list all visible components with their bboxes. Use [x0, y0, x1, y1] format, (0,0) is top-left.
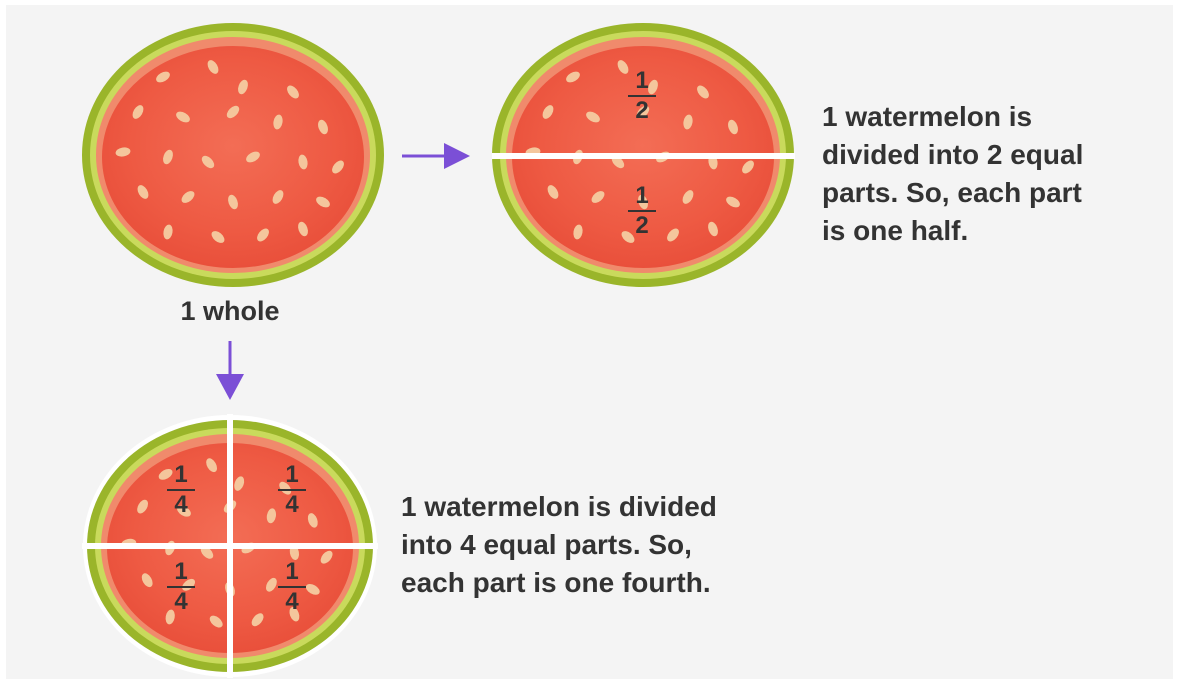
seed: [115, 147, 131, 157]
seed: [176, 111, 190, 123]
seed: [272, 190, 284, 204]
fraction-numerator: 1: [285, 558, 299, 585]
fraction-half-bottom: 1 2: [622, 183, 662, 239]
seed: [318, 119, 328, 135]
seed: [163, 149, 173, 165]
seed: [320, 550, 333, 564]
fraction-numerator: 1: [174, 558, 188, 585]
fraction-numerator: 1: [635, 182, 649, 209]
fraction-fourth-top-right: 1 4: [272, 462, 312, 518]
fraction-bar: [167, 489, 195, 491]
seed: [316, 196, 330, 208]
seed: [177, 505, 191, 517]
seed: [332, 160, 344, 174]
arrow-right: [402, 143, 470, 169]
fraction-numerator: 1: [174, 461, 188, 488]
fraction-numerator: 1: [285, 461, 299, 488]
whole-label: 1 whole: [180, 296, 280, 326]
seed: [251, 613, 264, 627]
fraction-bar: [278, 489, 306, 491]
fraction-bar: [167, 586, 195, 588]
fraction-denominator: 2: [635, 212, 649, 239]
fraction-denominator: 4: [174, 588, 188, 615]
seed: [697, 85, 709, 99]
quartered-watermelon: [82, 414, 378, 678]
seed: [246, 151, 260, 163]
seed: [621, 231, 635, 243]
seed: [165, 609, 175, 625]
seed: [307, 513, 318, 528]
seed: [228, 194, 238, 210]
seed: [238, 79, 248, 95]
seed: [636, 105, 650, 119]
seed: [201, 155, 215, 169]
seed: [298, 154, 308, 170]
fraction-half-top: 1 2: [622, 68, 662, 124]
seed: [287, 85, 299, 99]
seed: [207, 60, 219, 74]
watermelon-seeds: [115, 60, 344, 243]
seed: [226, 105, 240, 119]
seed: [708, 221, 718, 237]
seed: [638, 194, 648, 210]
fraction-bar: [628, 210, 656, 212]
seed: [209, 615, 223, 628]
seed: [728, 119, 738, 135]
fraction-fourth-bottom-right: 1 4: [272, 559, 312, 615]
seed: [542, 105, 554, 119]
seed: [156, 71, 170, 83]
seed: [279, 481, 292, 495]
seed: [211, 231, 225, 243]
seed: [257, 228, 269, 242]
seed: [141, 573, 153, 588]
seed: [137, 185, 149, 199]
fraction-denominator: 2: [635, 97, 649, 124]
seed: [298, 221, 308, 237]
fraction-fourth-top-left: 1 4: [161, 462, 201, 518]
seed: [573, 224, 583, 240]
whole-watermelon: [82, 23, 384, 287]
seed: [547, 185, 559, 199]
seed: [742, 160, 754, 174]
seed: [305, 583, 320, 595]
fraction-denominator: 4: [285, 588, 299, 615]
seed: [682, 190, 694, 204]
fraction-bar: [278, 586, 306, 588]
seed: [234, 476, 245, 491]
seed: [591, 191, 605, 203]
arrow-down: [216, 341, 244, 400]
half-caption: 1 watermelon is divided into 2 equal par…: [822, 101, 1084, 246]
seed: [726, 196, 740, 208]
seed: [206, 458, 218, 473]
seed: [566, 71, 580, 83]
seed: [289, 607, 300, 622]
fraction-fourth-bottom-left: 1 4: [161, 559, 201, 615]
seed: [273, 114, 283, 130]
fourth-caption: 1 watermelon is divided into 4 equal par…: [401, 491, 717, 598]
seed: [617, 60, 629, 74]
seed: [158, 468, 173, 480]
fraction-denominator: 4: [285, 491, 299, 518]
seed: [200, 546, 214, 559]
seed: [667, 228, 679, 242]
fraction-bar: [628, 95, 656, 97]
fraction-numerator: 1: [635, 67, 649, 94]
seed: [163, 224, 173, 240]
seed: [648, 79, 658, 95]
seed: [683, 114, 693, 130]
seed: [181, 191, 195, 203]
seed: [137, 499, 149, 514]
seed: [586, 111, 600, 123]
fraction-denominator: 4: [174, 491, 188, 518]
seed: [265, 577, 277, 592]
seed: [132, 105, 144, 119]
halved-watermelon: [492, 23, 795, 287]
seed: [266, 508, 277, 524]
